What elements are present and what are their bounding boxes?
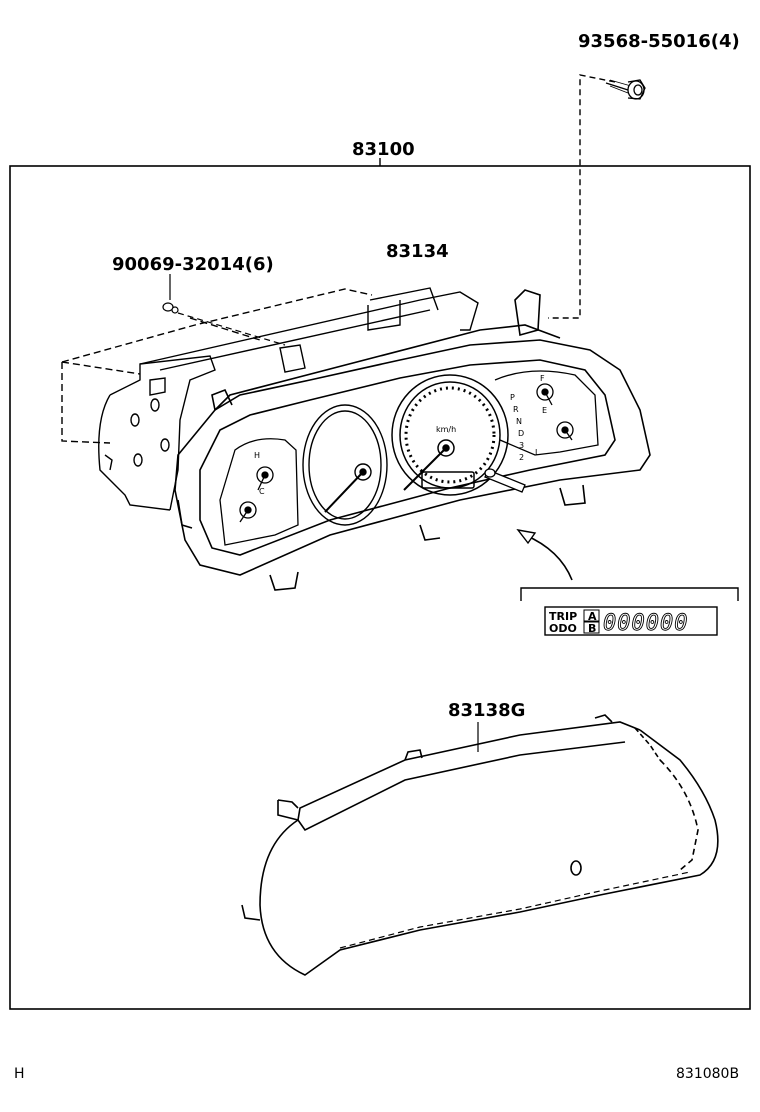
view-arrow <box>524 534 573 581</box>
temp-gauges <box>219 438 299 546</box>
back-case <box>61 287 479 511</box>
speedometer <box>391 374 509 496</box>
screw-icon <box>162 302 179 314</box>
screw-dashed-leader <box>177 312 286 346</box>
gear-p: P <box>510 393 515 402</box>
footer-right: 831080B <box>676 1066 739 1082</box>
meter-glass <box>241 714 719 976</box>
gear-l: L <box>535 448 540 457</box>
label-glass: 83138G <box>448 700 525 721</box>
inset-odometer-digits: 000000 <box>603 611 688 636</box>
inset-odo-label: ODO <box>549 622 577 635</box>
bolt-dashed-leader <box>548 74 616 319</box>
bolt-icon <box>605 79 646 100</box>
view-arrow-head <box>516 528 537 545</box>
fuel-gauges <box>494 370 599 456</box>
gear-d: D <box>518 429 524 438</box>
inset-bracket <box>520 587 739 601</box>
fuel-e-label: E <box>542 406 547 415</box>
fuel-f-label: F <box>540 374 545 383</box>
trip-knob <box>484 468 526 493</box>
label-assembly: 83100 <box>352 139 415 160</box>
inset-trip-label: TRIP <box>549 610 577 623</box>
gear-r: R <box>513 405 519 414</box>
inset-key-b: B <box>588 622 596 635</box>
inset-key-a: A <box>588 610 597 623</box>
label-screw: 90069-32014(6) <box>112 254 274 275</box>
label-meter-circuit: 83134 <box>386 241 449 262</box>
speed-unit-label: km/h <box>436 425 456 434</box>
gear-2: 2 <box>519 453 524 462</box>
temp-h-label: H <box>254 451 260 460</box>
meter-front <box>174 289 651 591</box>
gear-3: 3 <box>519 441 524 450</box>
odometer-inset <box>544 606 718 636</box>
label-bolt: 93568-55016(4) <box>578 31 740 52</box>
temp-c-label: C <box>259 487 265 496</box>
gear-n: N <box>516 417 522 426</box>
tachometer <box>302 404 388 526</box>
footer-left: H <box>14 1066 25 1082</box>
